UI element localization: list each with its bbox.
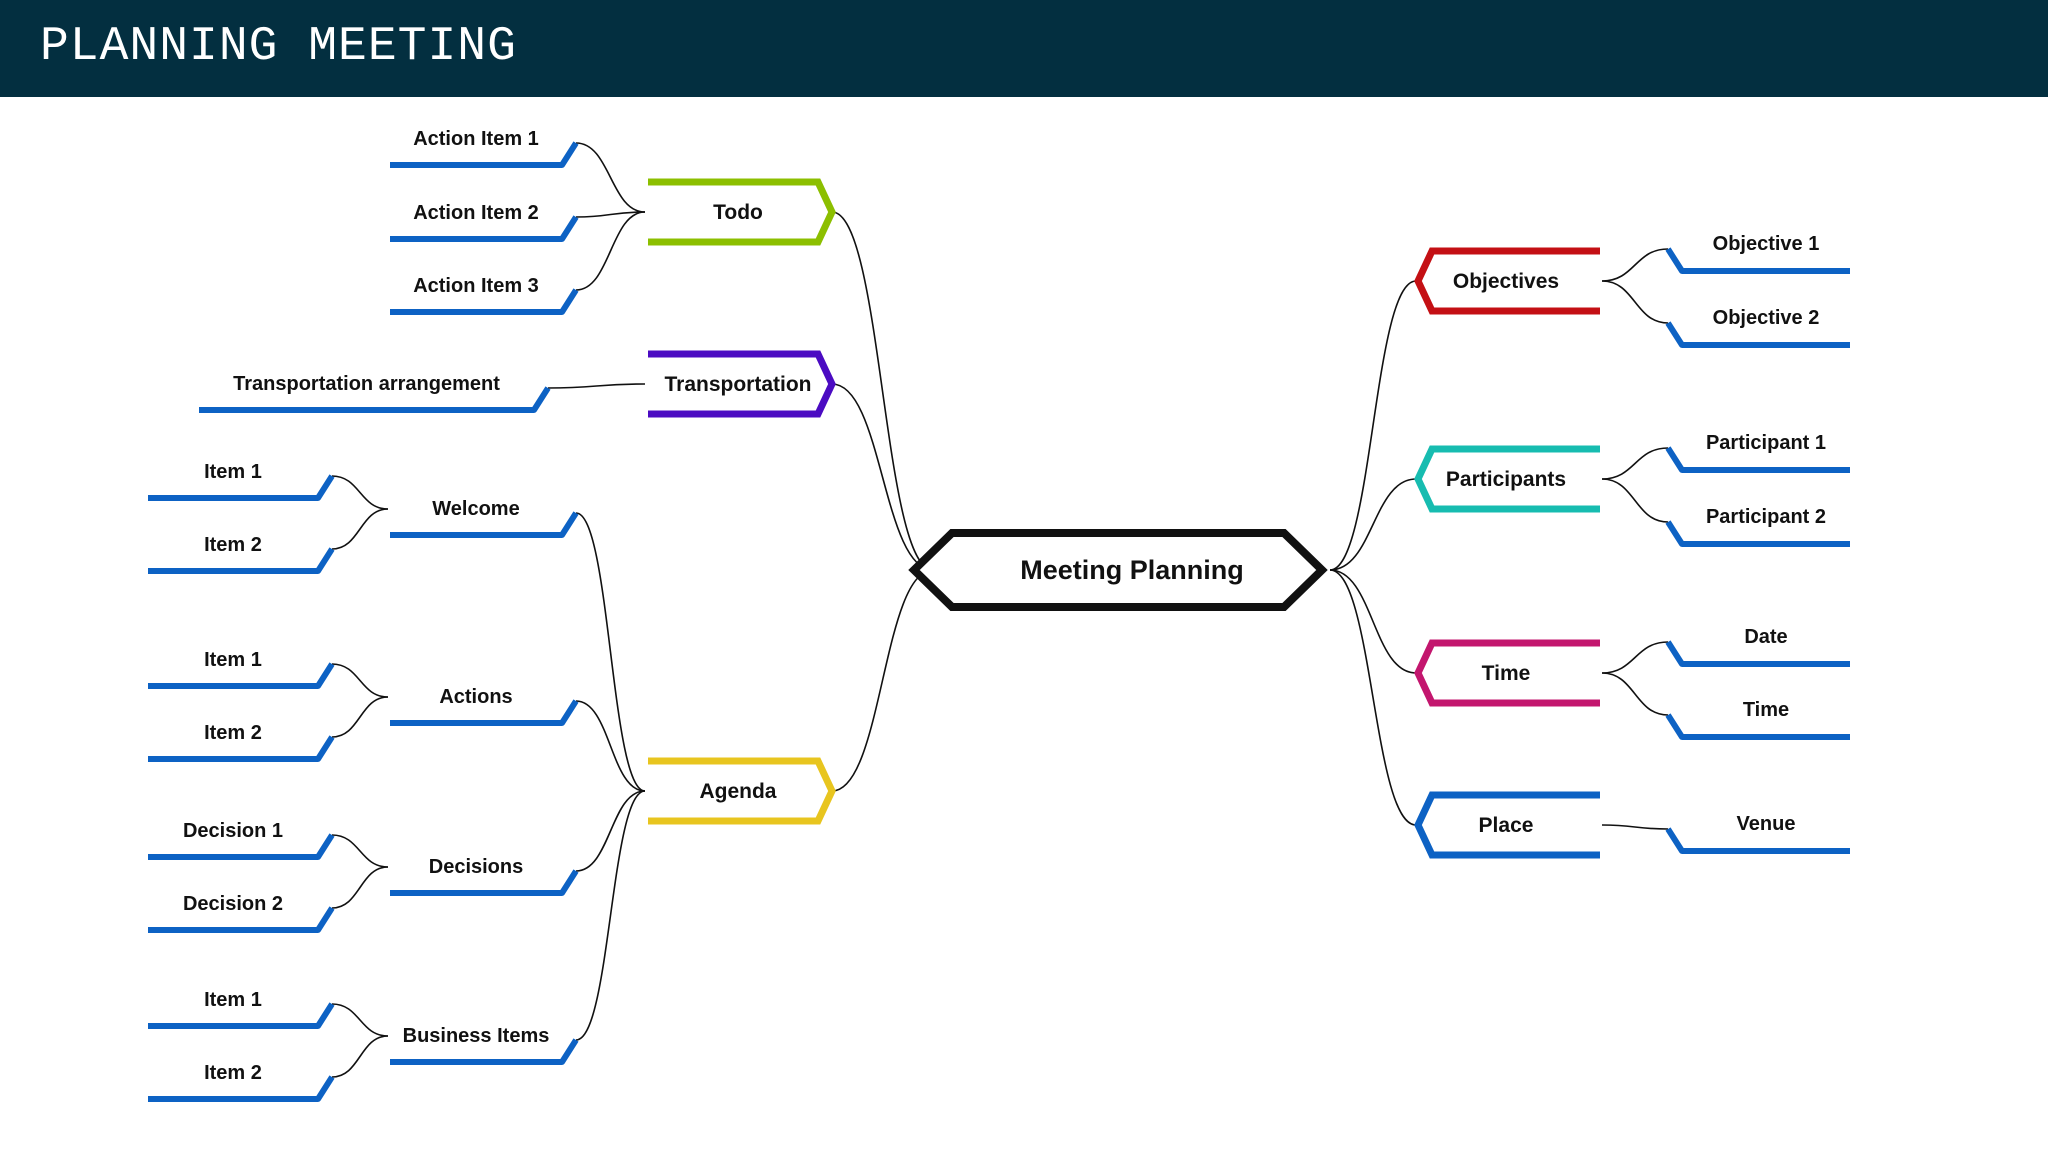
- topic-label: Transportation: [664, 373, 811, 396]
- leaf-node-label: Time: [1743, 699, 1789, 721]
- page-title: PLANNING MEETING: [40, 20, 517, 74]
- leaf-underline: [148, 547, 335, 574]
- leaf-underline: [390, 141, 579, 168]
- leaf-node-label: Item 2: [204, 722, 262, 744]
- leaf-underline: [1665, 713, 1850, 740]
- leaf-underline: [390, 699, 579, 726]
- topic-frame: [1414, 247, 1600, 315]
- connector-line: [831, 211, 934, 571]
- topic-label: Todo: [713, 201, 763, 224]
- leaf-node-label: Item 2: [204, 534, 262, 556]
- leaf-node-label: Item 1: [204, 989, 262, 1011]
- connector-line: [831, 569, 934, 792]
- leaf-underline: [148, 474, 335, 501]
- connector-line: [331, 1003, 389, 1037]
- leaf-underline: [390, 215, 579, 242]
- leaf-underline: [148, 1002, 335, 1029]
- leaf-node-label: Item 1: [204, 649, 262, 671]
- leaf-underline: [390, 1038, 579, 1065]
- leaf-underline: [148, 735, 335, 762]
- connector-line: [1601, 824, 1669, 830]
- leaf-node-label: Objective 2: [1713, 307, 1820, 329]
- title-bar: PLANNING MEETING: [0, 0, 2048, 97]
- topic-frame: [1414, 791, 1600, 859]
- leaf-node-label: Action Item 3: [413, 275, 539, 297]
- root-node: [908, 529, 1328, 611]
- leaf-node-label: Item 2: [204, 1062, 262, 1084]
- connector-line: [547, 383, 646, 389]
- leaf-underline: [148, 662, 335, 689]
- leaf-underline: [390, 511, 579, 538]
- connector-line: [331, 1035, 389, 1078]
- leaf-node-label: Business Items: [403, 1025, 550, 1047]
- topic-label: Participants: [1446, 468, 1566, 491]
- leaf-node-label: Decisions: [429, 856, 523, 878]
- connector-line: [1601, 248, 1669, 282]
- leaf-underline: [1665, 247, 1850, 274]
- leaf-node-label: Action Item 1: [413, 128, 539, 150]
- connector-line: [331, 663, 389, 698]
- leaf-underline: [1665, 827, 1850, 854]
- connector-line: [1601, 641, 1669, 674]
- topic-frame: [648, 350, 836, 418]
- leaf-node-label: Actions: [439, 686, 512, 708]
- leaf-node-label: Decision 2: [183, 893, 283, 915]
- leaf-underline: [1665, 640, 1850, 667]
- connector-line: [1329, 569, 1417, 674]
- connector-line: [331, 834, 389, 868]
- leaf-underline: [390, 869, 579, 896]
- connector-line: [331, 866, 389, 909]
- leaf-underline: [1665, 321, 1850, 348]
- leaf-underline: [1665, 446, 1850, 473]
- connector-line: [1329, 478, 1417, 571]
- topic-label: Agenda: [699, 780, 776, 803]
- connector-line: [1601, 478, 1669, 523]
- connector-line: [331, 696, 389, 738]
- connector-line: [331, 508, 389, 550]
- connector-line: [1329, 280, 1417, 571]
- leaf-underline: [390, 288, 579, 315]
- root-node-label: Meeting Planning: [1020, 555, 1244, 585]
- connector-line: [1329, 569, 1417, 826]
- connector-line: [1601, 447, 1669, 480]
- leaf-underline: [148, 1075, 335, 1102]
- leaf-node-label: Action Item 2: [413, 202, 539, 224]
- leaf-node-label: Date: [1744, 626, 1787, 648]
- topic-label: Objectives: [1453, 270, 1559, 293]
- topic-label: Time: [1482, 662, 1531, 685]
- connector-line: [575, 211, 646, 291]
- leaf-node-label: Objective 1: [1713, 233, 1820, 255]
- connector-line: [575, 142, 646, 213]
- connector-line: [575, 790, 646, 872]
- leaf-node-label: Item 1: [204, 461, 262, 483]
- topic-frame: [648, 757, 836, 825]
- connector-line: [575, 512, 646, 792]
- leaf-node-label: Transportation arrangement: [233, 373, 500, 395]
- leaf-underline: [148, 833, 335, 860]
- topic-frame: [1414, 445, 1600, 513]
- leaf-node-label: Welcome: [432, 498, 519, 520]
- leaf-node-label: Venue: [1737, 813, 1796, 835]
- leaf-node-label: Participant 2: [1706, 506, 1826, 528]
- connector-line: [331, 475, 389, 510]
- connector-line: [831, 383, 934, 571]
- connector-line: [1601, 280, 1669, 324]
- leaf-node-label: Decision 1: [183, 820, 283, 842]
- topic-label: Place: [1479, 814, 1534, 837]
- connector-line: [575, 700, 646, 792]
- topic-frame: [1414, 639, 1600, 707]
- connector-line: [575, 211, 646, 218]
- leaf-underline: [148, 906, 335, 933]
- connector-line: [575, 790, 646, 1041]
- leaf-underline: [199, 386, 551, 413]
- connector-line: [1601, 672, 1669, 716]
- topic-frame: [648, 178, 836, 246]
- leaf-underline: [1665, 520, 1850, 547]
- leaf-node-label: Participant 1: [1706, 432, 1826, 454]
